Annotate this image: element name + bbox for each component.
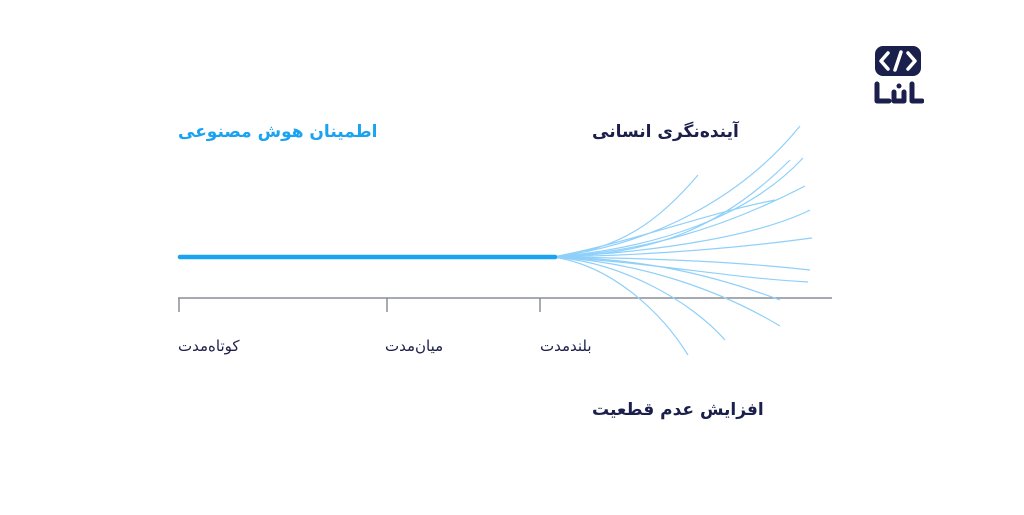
- brand-logo: [874, 46, 924, 104]
- branch: [552, 237, 813, 258]
- brackets-slash-icon: [875, 46, 921, 76]
- ai-confidence-label: اطمینان هوش مصنوعی: [178, 122, 378, 142]
- branch: [552, 256, 781, 301]
- branch: [552, 157, 804, 258]
- uncertainty-branches: [552, 125, 813, 356]
- branch: [552, 256, 809, 283]
- branch: [552, 256, 811, 271]
- branch: [552, 185, 806, 258]
- branch: [552, 125, 801, 258]
- human-foresight-label: آینده‌نگری انسانی: [592, 122, 739, 142]
- branch: [552, 159, 791, 258]
- logo-wordmark: [874, 81, 924, 104]
- branch: [552, 256, 781, 327]
- mid-term-label: میان‌مدت: [385, 337, 444, 355]
- long-term-label: بلندمدت: [540, 337, 592, 355]
- short-term-label: کوتاه‌مدت: [178, 337, 240, 355]
- increasing-uncertainty-label: افزایش عدم قطعیت: [592, 400, 764, 420]
- branch: [552, 256, 689, 356]
- branch: [552, 174, 699, 258]
- branch: [552, 256, 726, 341]
- branch: [552, 199, 776, 258]
